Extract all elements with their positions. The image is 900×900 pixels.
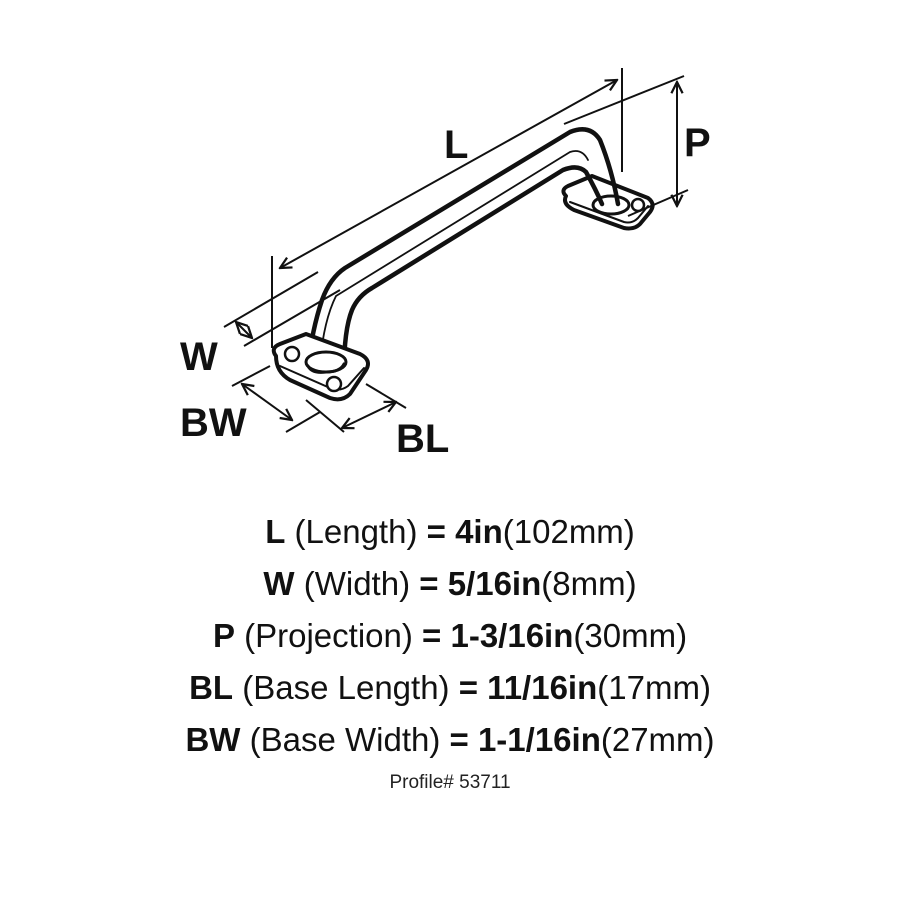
spec-equals: = [419,565,439,602]
base-length-dimension [342,402,396,428]
spec-name: (Base Length) [242,669,450,706]
spec-projection: P (Projection) = 1-3/16in(30mm) [0,610,900,662]
width-dimension [236,322,252,338]
spec-name: (Length) [294,513,418,550]
spec-name: (Width) [303,565,411,602]
length-dimension [280,80,617,268]
spec-equals: = [449,721,469,758]
spec-equals: = [426,513,446,550]
spec-base-length: BL (Base Length) = 11/16in(17mm) [0,662,900,714]
spec-imperial: 11/16in [487,669,598,706]
spec-name: (Projection) [244,617,413,654]
dimension-specs: L (Length) = 4in(102mm) W (Width) = 5/16… [0,506,900,766]
spec-abbr: W [263,565,295,602]
label-W: W [180,335,218,379]
spec-name: (Base Width) [249,721,441,758]
spec-length: L (Length) = 4in(102mm) [0,506,900,558]
spec-imperial: 5/16in [447,565,542,602]
spec-abbr: BW [185,721,241,758]
spec-abbr: P [212,617,235,654]
spec-abbr: L [265,513,286,550]
spec-metric: (8mm) [541,565,637,602]
spec-metric: (27mm) [600,721,715,758]
dimension-lines [223,68,689,433]
spec-imperial: 1-1/16in [477,721,601,758]
pull-handle-dimension-diagram: L P W BW BL [180,68,711,461]
spec-equals: = [458,669,478,706]
handle-drawing [271,127,655,402]
spec-base-width: BW (Base Width) = 1-1/16in(27mm) [0,714,900,766]
label-BW: BW [180,401,247,445]
spec-width: W (Width) = 5/16in(8mm) [0,558,900,610]
spec-metric: (30mm) [573,617,688,654]
base-width-dimension [242,384,292,420]
spec-imperial: 4in [455,513,503,550]
profile-number: Profile# 53711 [389,772,511,793]
spec-equals: = [422,617,442,654]
label-L: L [444,123,468,167]
spec-metric: (102mm) [502,513,635,550]
spec-imperial: 1-3/16in [450,617,574,654]
spec-metric: (17mm) [597,669,711,706]
label-P: P [684,121,711,165]
spec-abbr: BL [189,669,234,706]
label-BL: BL [396,417,449,461]
